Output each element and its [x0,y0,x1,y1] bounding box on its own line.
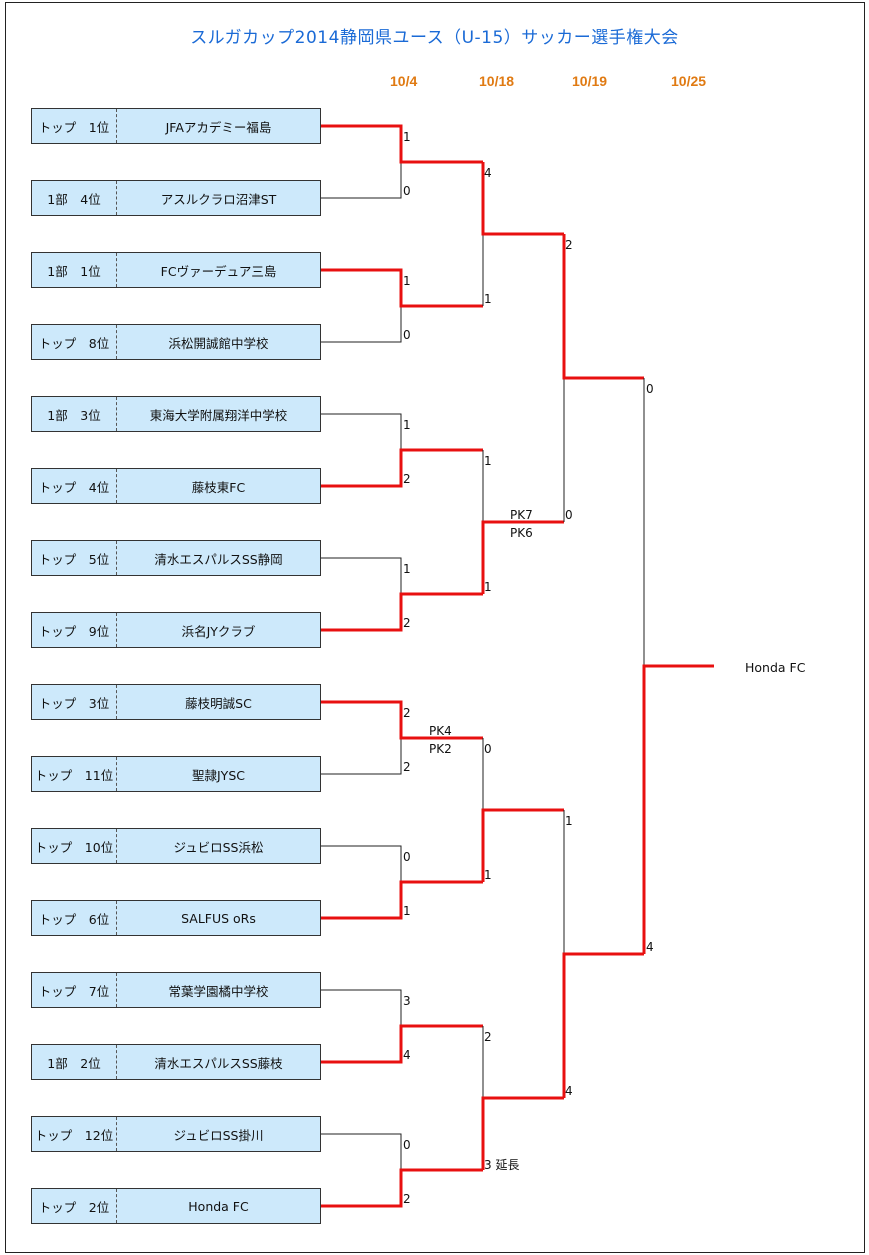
team-rank: トップ 5位 [32,541,117,575]
date-round2: 10/18 [479,73,515,89]
champion-label: Honda FC [745,660,806,675]
team-entry: トップ 8位 浜松開誠館中学校 [31,324,321,360]
team-rank: 1部 2位 [32,1045,117,1079]
score-r1: 2 [403,706,411,720]
team-entry: トップ 3位 藤枝明誠SC [31,684,321,720]
team-name: Honda FC [188,1198,249,1214]
team-rank: トップ 7位 [32,973,117,1007]
score-r1: 1 [403,130,411,144]
team-name: ジュビロSS浜松 [173,839,264,855]
score-r2: 1 [484,292,492,306]
score-r2: 0 [484,742,492,756]
date-round3: 10/19 [572,73,608,89]
score-r3: 4 [565,1084,573,1098]
pk-label: PK2 [429,742,452,756]
team-entry: 1部 2位 清水エスパルスSS藤枝 [31,1044,321,1080]
team-rank: トップ 9位 [32,613,117,647]
pk-label: PK4 [429,724,452,738]
team-entry: トップ 2位 Honda FC [31,1188,321,1224]
score-r1: 2 [403,616,411,630]
pk-label: PK7 [510,508,533,522]
score-r1: 1 [403,418,411,432]
team-entry: トップ 12位 ジュビロSS掛川 [31,1116,321,1152]
team-entry: トップ 11位 聖隷JYSC [31,756,321,792]
score-final: 4 [646,940,654,954]
team-entry: トップ 10位 ジュビロSS浜松 [31,828,321,864]
score-r1: 1 [403,904,411,918]
team-rank: トップ 3位 [32,685,117,719]
team-entry: トップ 9位 浜名JYクラブ [31,612,321,648]
team-name: 浜名JYクラブ [181,623,256,639]
score-r2: 3 延長 [484,1158,520,1172]
team-name: JFAアカデミー福島 [165,119,272,135]
team-entry: トップ 4位 藤枝東FC [31,468,321,504]
page-frame [5,2,865,1253]
bracket-line-win [321,124,483,164]
team-entry: トップ 1位 JFAアカデミー福島 [31,108,321,144]
score-r3: 0 [565,508,573,522]
team-rank: トップ 2位 [32,1189,117,1223]
score-r1: 3 [403,994,411,1008]
team-name: アスルクラロ沼津ST [160,191,277,207]
score-r2: 2 [484,1030,492,1044]
team-name: 聖隷JYSC [192,767,245,783]
team-rank: 1部 4位 [32,181,117,215]
score-r1: 2 [403,472,411,486]
team-entry: 1部 1位 FCヴァーデュア三島 [31,252,321,288]
team-name: 藤枝東FC [191,479,246,495]
team-entry: 1部 3位 東海大学附属翔洋中学校 [31,396,321,432]
score-r1: 0 [403,184,411,198]
score-r2: 1 [484,454,492,468]
team-rank: トップ 12位 [32,1117,117,1151]
team-entry: トップ 7位 常葉学園橘中学校 [31,972,321,1008]
team-name: 清水エスパルスSS藤枝 [154,1055,283,1071]
page-title: スルガカップ2014静岡県ユース（U-15）サッカー選手権大会 [190,28,679,48]
score-r1: 0 [403,850,411,864]
score-r1: 2 [403,1192,411,1206]
score-r1: 1 [403,274,411,288]
score-r1: 2 [403,760,411,774]
team-rank: トップ 11位 [32,757,117,791]
team-name: 東海大学附属翔洋中学校 [149,407,288,423]
date-final: 10/25 [671,73,707,89]
score-r1: 1 [403,562,411,576]
team-name: ジュビロSS掛川 [173,1127,264,1143]
team-rank: トップ 1位 [32,109,117,143]
team-rank: トップ 6位 [32,901,117,935]
team-rank: 1部 1位 [32,253,117,287]
team-rank: 1部 3位 [32,397,117,431]
pk-label: PK6 [510,526,533,540]
team-name: 常葉学園橘中学校 [168,983,269,999]
team-name: FCヴァーデュア三島 [160,263,277,279]
bracket-line [321,162,402,199]
team-entry: トップ 6位 SALFUS oRs [31,900,321,936]
score-r2: 4 [484,166,492,180]
score-r2: 1 [484,868,492,882]
score-r1: 0 [403,1138,411,1152]
score-r3: 1 [565,814,573,828]
score-r3: 2 [565,238,573,252]
team-name: SALFUS oRs [181,910,256,926]
team-rank: トップ 10位 [32,829,117,863]
date-round1: 10/4 [390,73,418,89]
score-r1: 0 [403,328,411,342]
team-name: 浜松開誠館中学校 [168,335,269,351]
score-r1: 4 [403,1048,411,1062]
team-rank: トップ 8位 [32,325,117,359]
team-entry: トップ 5位 清水エスパルスSS静岡 [31,540,321,576]
team-rank: トップ 4位 [32,469,117,503]
score-r2: 1 [484,580,492,594]
score-final: 0 [646,382,654,396]
team-entry: 1部 4位 アスルクラロ沼津ST [31,180,321,216]
team-name: 藤枝明誠SC [185,695,252,711]
team-name: 清水エスパルスSS静岡 [154,551,283,567]
